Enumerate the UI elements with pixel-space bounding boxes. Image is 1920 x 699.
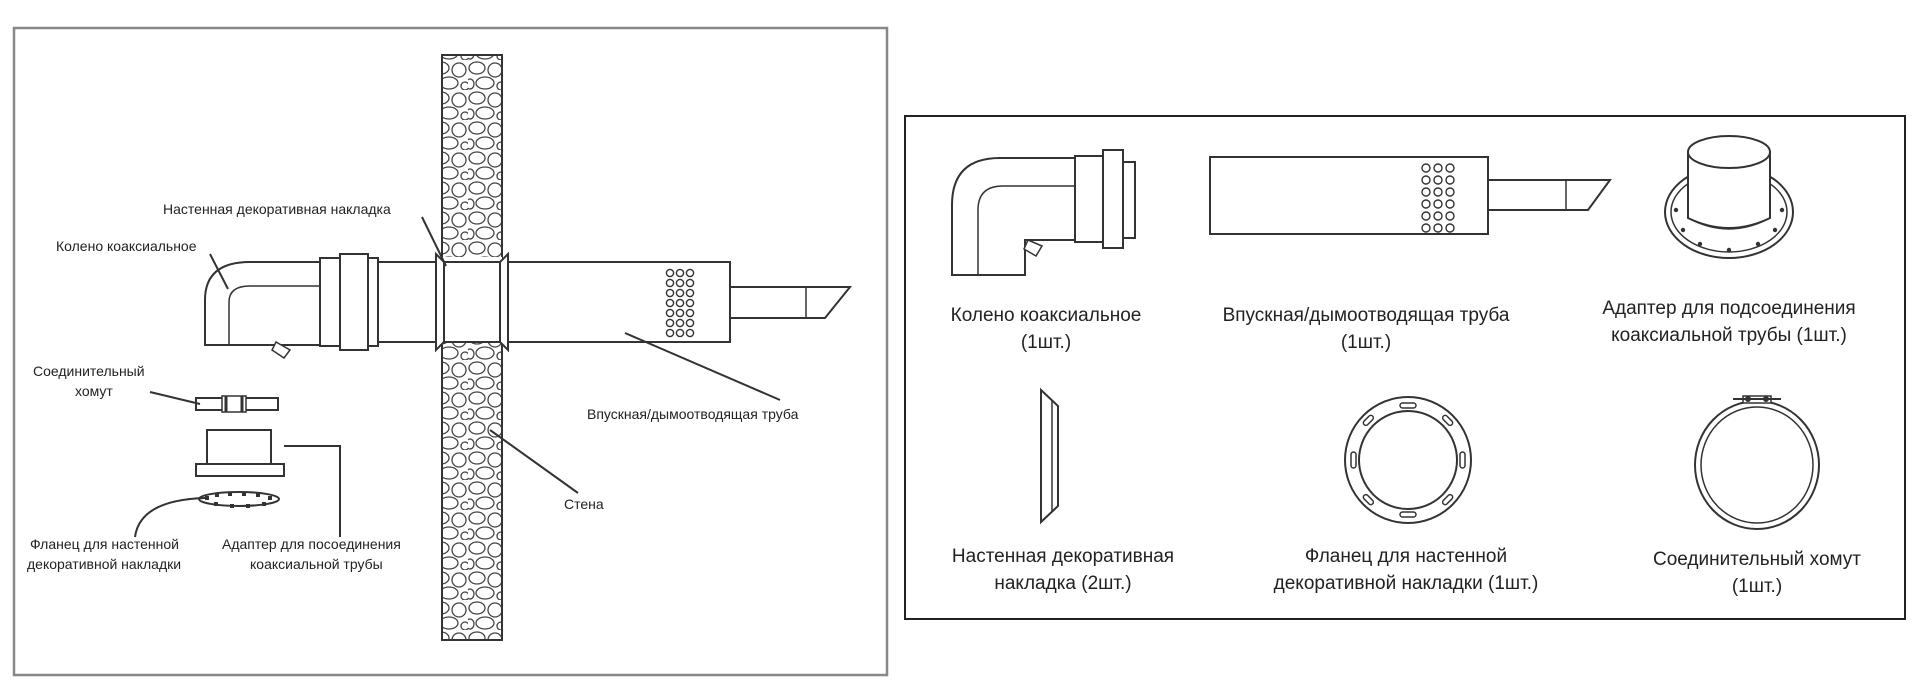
part-pipe-illustration — [1209, 156, 1612, 235]
part-flange-illustration — [1344, 396, 1472, 524]
part-elbow-illustration — [951, 149, 1136, 276]
part-wall-plate-line2: накладка (2шт.) — [994, 573, 1131, 594]
part-pipe-qty: (1шт.) — [1341, 332, 1391, 353]
coaxial-elbow-illustration — [204, 261, 326, 360]
part-wall-plate-illustration — [1040, 387, 1059, 525]
label-wall-plate: Настенная декоративная накладка — [163, 201, 391, 217]
wall-illustration — [441, 54, 503, 641]
label-pipe: Впускная/дымоотводящая труба — [587, 406, 799, 422]
part-flange-line1: Фланец для настенной — [1305, 546, 1507, 567]
clamp-illustration — [195, 395, 279, 413]
label-clamp-line1: Соединительный — [33, 363, 145, 379]
flange-illustration — [198, 491, 280, 508]
label-clamp-line2: хомут — [75, 383, 113, 399]
part-adapter-line2: коаксиальной трубы (1шт.) — [1611, 325, 1847, 346]
label-flange-line2: декоративной накладки — [27, 556, 181, 572]
air-holes — [665, 268, 695, 338]
part-pipe-name: Впускная/дымоотводящая труба — [1223, 305, 1510, 326]
adapter-illustration — [195, 429, 285, 477]
part-clamp-qty: (1шт.) — [1732, 576, 1782, 597]
leader-lines — [134, 216, 781, 538]
label-adapter-line2: коаксиальной трубы — [250, 556, 383, 572]
label-adapter-line1: Адаптер для посоединения — [222, 536, 401, 552]
part-clamp-illustration — [1694, 395, 1820, 530]
intake-exhaust-pipe-illustration — [377, 251, 853, 353]
part-elbow-name: Колено коаксиальное — [951, 305, 1142, 326]
parts-frame — [904, 115, 1906, 620]
part-clamp-name: Соединительный хомут — [1653, 549, 1861, 570]
label-elbow: Колено коаксиальное — [56, 238, 197, 254]
part-flange-line2: декоративной накладки (1шт.) — [1274, 573, 1539, 594]
part-elbow-qty: (1шт.) — [1021, 332, 1071, 353]
label-flange-line1: Фланец для настенной — [30, 536, 179, 552]
label-wall: Стена — [564, 496, 604, 512]
part-adapter-illustration — [1664, 135, 1794, 259]
assembly-frame — [12, 26, 889, 677]
part-wall-plate-line1: Настенная декоративная — [952, 546, 1174, 567]
parts-list: Колено коаксиальное (1шт.) Впускная/дымо… — [904, 115, 1906, 620]
part-adapter-line1: Адаптер для подсоединения — [1602, 298, 1855, 319]
assembly-diagram: Настенная декоративная накладка Колено к… — [12, 26, 889, 677]
coupling-ring-illustration — [319, 253, 379, 351]
